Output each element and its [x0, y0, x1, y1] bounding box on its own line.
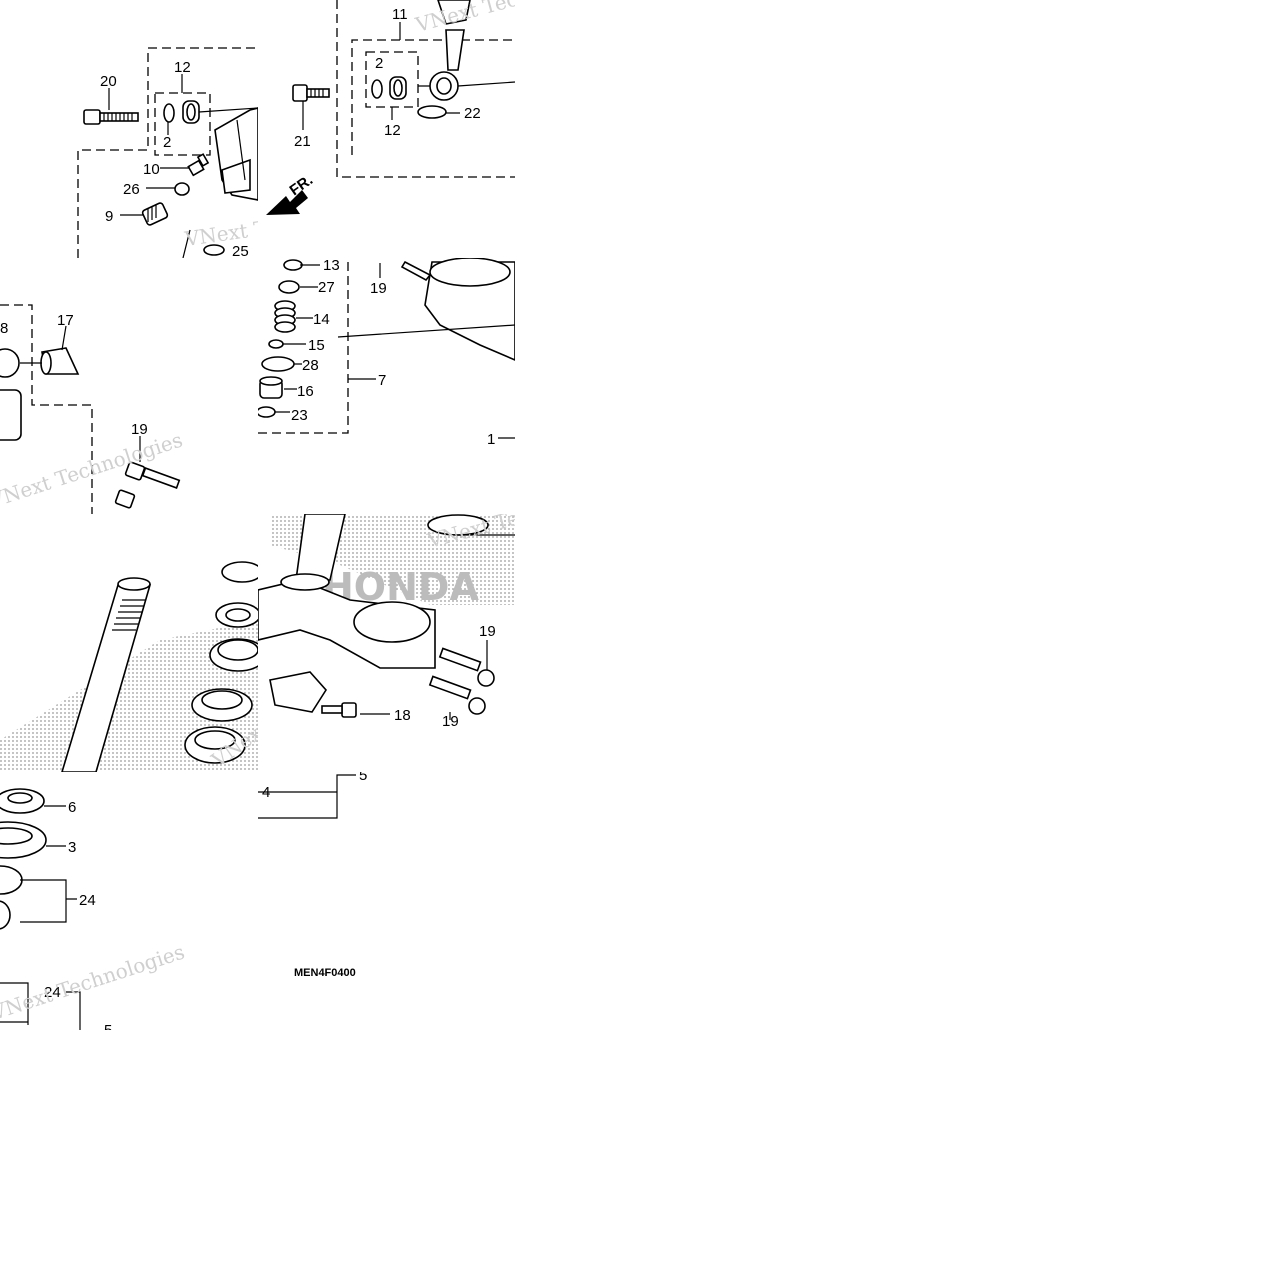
- bleed-valve-10-icon: [187, 153, 210, 177]
- bolt-19c-icon: [438, 647, 495, 687]
- front-arrow-icon: FR.: [266, 171, 316, 215]
- bolt-18-icon: [321, 702, 357, 718]
- caliper-body-icon: [214, 107, 258, 201]
- callout-2b: 2: [375, 55, 383, 72]
- o-ring-2-icon: [163, 103, 175, 123]
- callout-1: 1: [487, 431, 495, 448]
- callout-17: 17: [57, 312, 74, 329]
- tile-middle-middle: 13 27 14 15 28 16 23 7 19 1: [258, 257, 515, 448]
- lower-bearing-icon: [184, 726, 246, 764]
- callout-11: 11: [392, 6, 408, 23]
- callout-12b: 12: [384, 122, 401, 139]
- callout-8: 8: [0, 320, 8, 337]
- callout-4: 4: [262, 784, 270, 801]
- callout-19a: 19: [131, 421, 148, 438]
- bolt-20-icon: [83, 109, 139, 125]
- drawing-code: MEN4F0400: [294, 967, 356, 979]
- bearing-24-icon: [0, 865, 23, 930]
- tile-top-middle: FR. 11 2 12 21 22 VNext Technologies: [266, 0, 614, 215]
- callout-5a: 5: [359, 767, 367, 784]
- callout-2: 2: [163, 134, 171, 151]
- callout-23: 23: [291, 407, 308, 424]
- spring-seat-13-icon: [283, 259, 303, 271]
- watermark-7: VNext Technologies: [0, 940, 187, 1026]
- callout-22: 22: [464, 105, 481, 122]
- seal-28-icon: [261, 356, 295, 372]
- callout-12: 12: [174, 59, 191, 76]
- bearing-race-icon: [209, 638, 258, 672]
- lower-seal-icon: [191, 688, 253, 722]
- seal-25-icon: [203, 244, 225, 256]
- watermark-3: VNext Technologies: [0, 428, 185, 514]
- callout-24b: 24: [44, 984, 61, 1001]
- clamp-bracket-icon: [269, 671, 327, 713]
- tile-middle-left: 8 17 19 VNext Technologies: [0, 304, 185, 514]
- o-ring-26-icon: [174, 182, 190, 196]
- washer-23-icon: [258, 406, 276, 418]
- lower-triple-clamp-icon: [258, 514, 436, 669]
- steering-stem-icon: [61, 577, 152, 772]
- callout-9: 9: [105, 208, 113, 225]
- spring-14-icon: [274, 300, 296, 333]
- callout-7: 7: [378, 372, 386, 389]
- callout-19d: 19: [442, 713, 459, 730]
- watermark-2: VNext Technologies: [412, 0, 614, 37]
- tile-bottom-left: VNext Technologies: [0, 561, 258, 772]
- bolt-21-icon: [292, 84, 330, 102]
- callout-21: 21: [294, 133, 311, 150]
- callout-10: 10: [143, 161, 160, 178]
- callout-6: 6: [68, 799, 76, 816]
- cap-16-icon: [259, 376, 283, 399]
- bolt-19b-icon: [114, 489, 136, 509]
- tile-top-left: 20 12 2 10 26 9 25 VNext Technologies: [77, 47, 258, 260]
- callout-27: 27: [318, 279, 335, 296]
- tile-lower-left: 6 3 24 24 5 VNext Technologies: [0, 788, 187, 1039]
- callout-16: 16: [297, 383, 314, 400]
- tile-bottom-middle: HONDA 19 19 18 VNext Technologies: [258, 514, 515, 730]
- dust-seal-icon: [221, 561, 258, 583]
- callout-18: 18: [394, 707, 411, 724]
- callout-13: 13: [323, 257, 340, 274]
- callout-26: 26: [123, 181, 140, 198]
- upper-triple-clamp-1-icon: [424, 258, 515, 361]
- tile-lower-middle: 5 4 MEN4F0400: [258, 767, 367, 979]
- callout-3: 3: [68, 839, 76, 856]
- washer-3-icon: [0, 821, 47, 859]
- bolt-19d-icon: [428, 675, 486, 715]
- bolt-19a-icon: [124, 461, 181, 489]
- callout-19b: 19: [370, 280, 387, 297]
- callout-14: 14: [313, 311, 330, 328]
- piston-15-icon: [268, 339, 284, 349]
- callout-25: 25: [232, 243, 249, 260]
- caliper-piston-icon: [0, 348, 22, 441]
- callout-20: 20: [100, 73, 117, 90]
- o-ring-27-icon: [278, 280, 300, 294]
- callout-24a: 24: [79, 892, 96, 909]
- callout-19c: 19: [479, 623, 496, 640]
- lock-nut-6-icon: [0, 788, 45, 814]
- o-ring-2b-icon: [371, 79, 383, 99]
- dust-cap-17-icon: [40, 347, 80, 375]
- front-arrow-label: FR.: [287, 171, 317, 199]
- callout-15: 15: [308, 337, 325, 354]
- washer-22-icon: [417, 105, 447, 119]
- callout-5b: 5: [104, 1022, 112, 1039]
- callout-28: 28: [302, 357, 319, 374]
- valve-9-icon: [141, 202, 169, 226]
